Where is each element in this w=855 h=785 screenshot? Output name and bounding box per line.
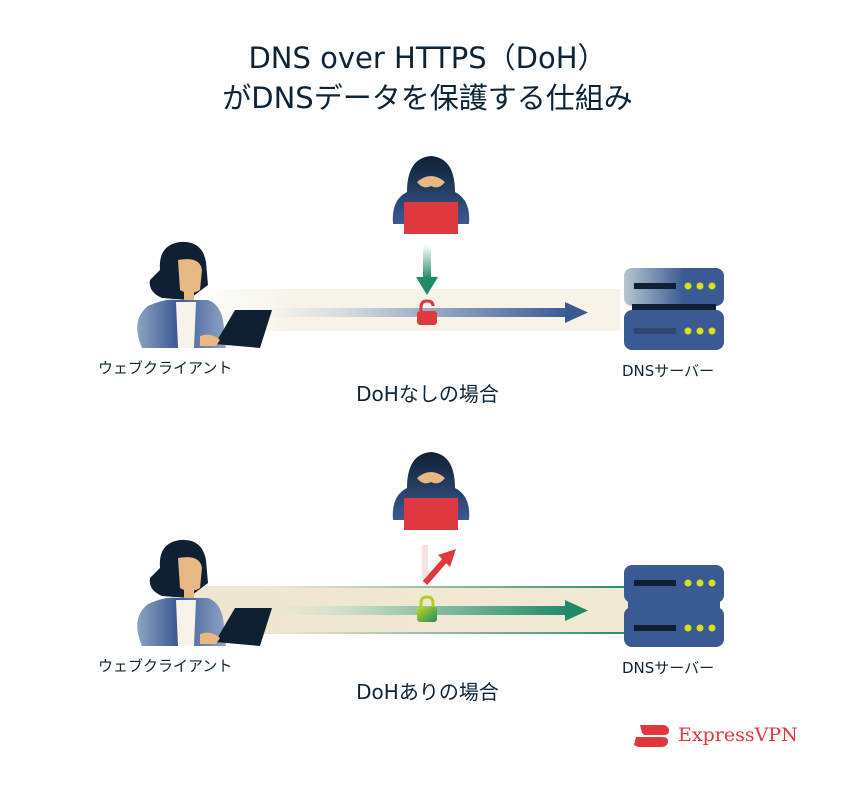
hacker-icon [392, 452, 470, 530]
web-client-label: ウェブクライアント [98, 657, 233, 675]
dns-server-label: DNSサーバー [622, 362, 715, 380]
expressvpn-brand-name: ExpressVPN [678, 724, 798, 746]
diagram-title: DNS over HTTPS（DoH） がDNSデータを保護する仕組み [0, 38, 855, 118]
encrypted-dns-flow-arrow [260, 600, 588, 621]
dns-server-icon [624, 565, 724, 647]
title-line-1: DNS over HTTPS（DoH） [248, 41, 607, 75]
web-client-person-icon [137, 241, 272, 348]
dns-server-icon [624, 268, 724, 350]
unlocked-padlock-icon [417, 299, 437, 325]
dns-flow-arrow [260, 302, 588, 323]
caption-with-doh: DoHありの場合 [356, 680, 499, 704]
deflected-attack-arrow-icon [422, 545, 456, 585]
dns-server-label: DNSサーバー [622, 659, 715, 677]
hacker-icon [392, 156, 470, 234]
locked-padlock-icon [417, 595, 437, 622]
title-line-2: がDNSデータを保護する仕組み [222, 81, 633, 115]
expressvpn-logo-icon [634, 725, 669, 747]
web-client-person-icon [137, 539, 272, 646]
intercept-arrow-icon [416, 245, 438, 295]
caption-without-doh: DoHなしの場合 [356, 382, 499, 406]
web-client-label: ウェブクライアント [98, 359, 233, 377]
